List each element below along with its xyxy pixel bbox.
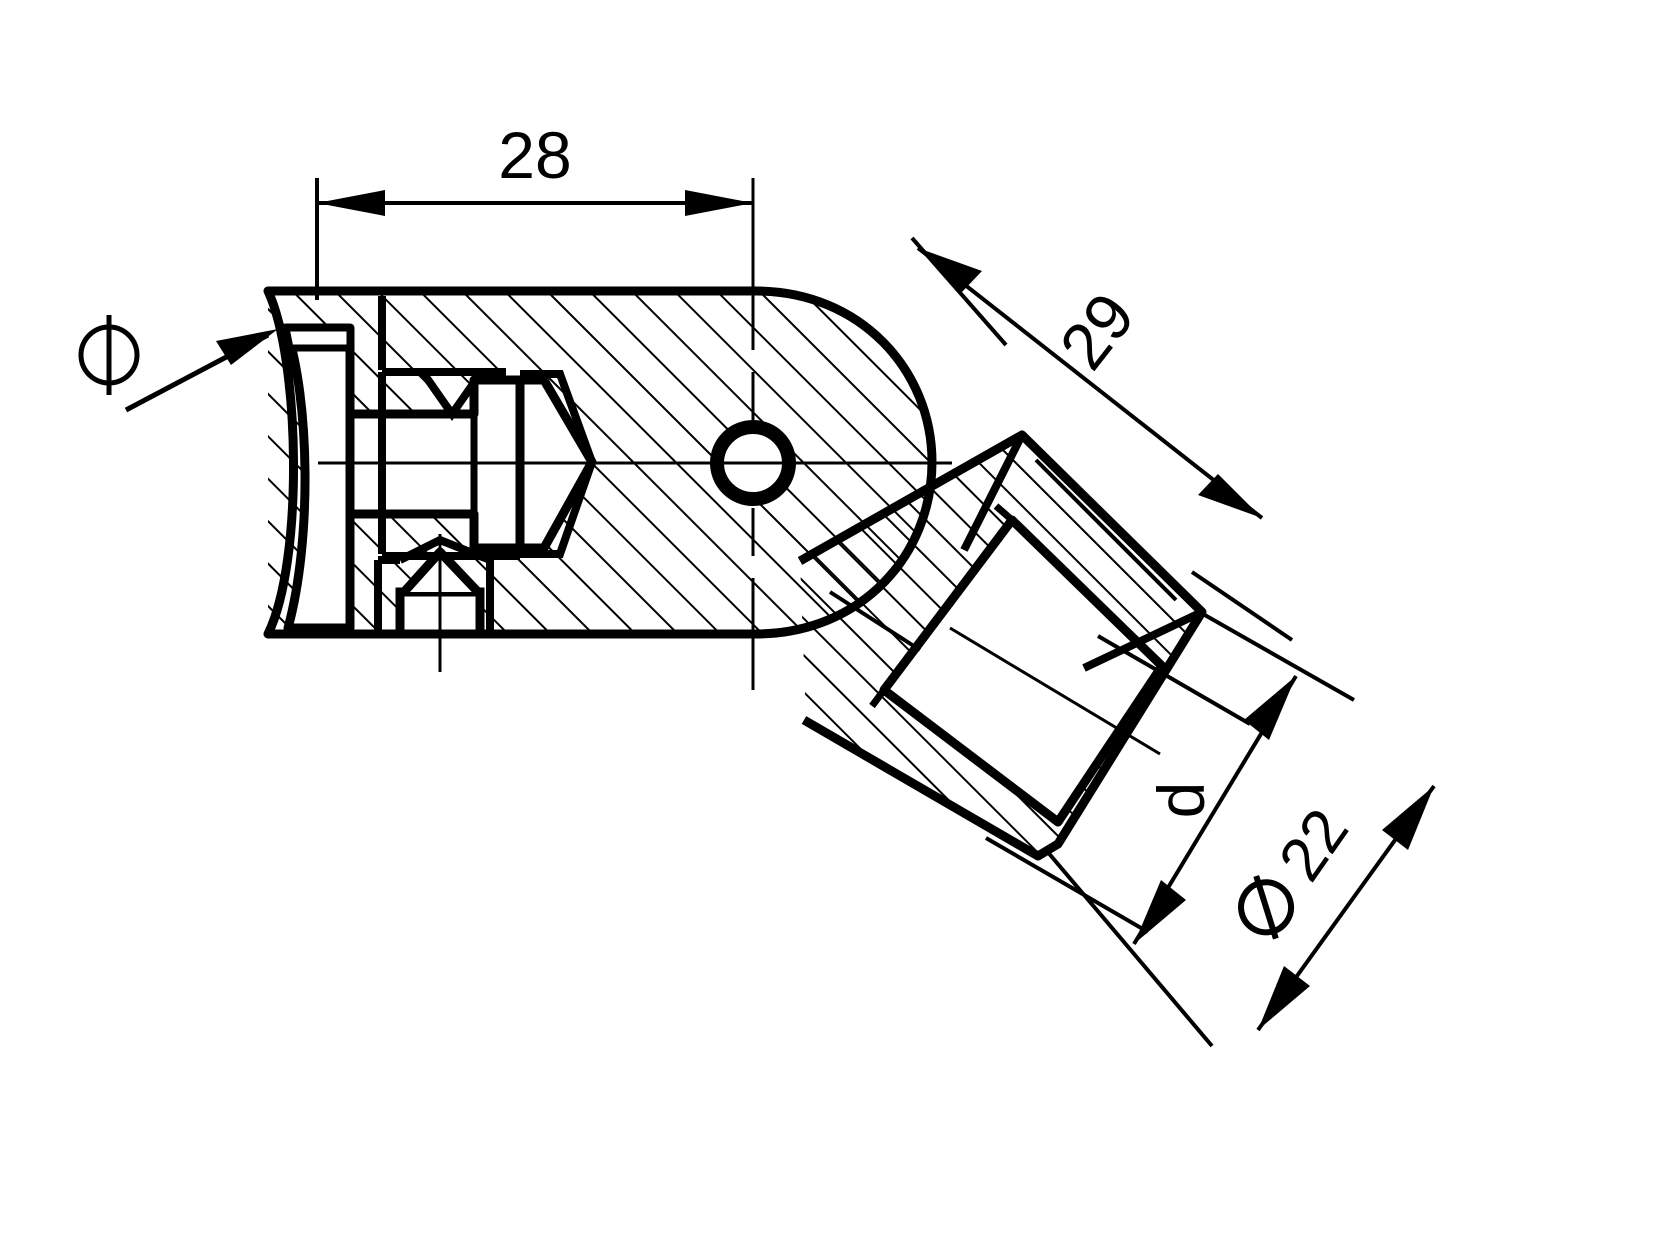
- arrowhead-28-right: [685, 190, 753, 216]
- left-saddle-flange: [281, 323, 355, 633]
- dimension-d: d: [984, 634, 1298, 946]
- dim-22-value: 22: [1266, 797, 1362, 893]
- angled-arm-section: [800, 435, 1200, 854]
- lower-hex-set-screw: [374, 534, 494, 672]
- dim-22-label-group: 22: [1238, 797, 1362, 940]
- diameter-symbol-22: [1238, 875, 1295, 940]
- centerlines: [318, 178, 952, 690]
- arrowhead-22-lower: [1258, 966, 1310, 1030]
- arrowhead-d-lower: [1134, 880, 1186, 944]
- angled-arm-outline: [797, 430, 1207, 861]
- ext-line-d-upper: [1096, 634, 1252, 726]
- arrowhead-28-left: [317, 190, 385, 216]
- socket-bore-outline: [879, 515, 1167, 827]
- hex-screw-chamfer: [398, 535, 494, 634]
- socket-lip: [869, 503, 1015, 709]
- dim-line-29: [916, 246, 1264, 520]
- ext-line-22-lower: [1044, 848, 1214, 1048]
- countersink-vee: [420, 371, 484, 421]
- arm-wall-lines: [828, 458, 1178, 652]
- saddle-concave-profile: [263, 286, 299, 639]
- socket-axis-centerline: [949, 626, 1161, 756]
- saddle-top-tab: [281, 324, 354, 352]
- dim-28-label: 28: [498, 118, 571, 192]
- arrowhead-29-upper: [918, 248, 982, 292]
- leader-diameter-left: [78, 315, 278, 413]
- arm-chamfer-lines: [960, 433, 1204, 672]
- dim-29-label: 29: [1045, 279, 1149, 382]
- ext-line-22-upper: [1195, 608, 1355, 702]
- arrowhead-leader-diameter: [216, 329, 278, 365]
- dim-d-label: d: [1144, 782, 1218, 819]
- arrowhead-22-upper: [1382, 786, 1434, 850]
- ext-line-d-lower: [984, 836, 1150, 934]
- saddle-plate: [281, 323, 355, 633]
- arrowhead-29-lower: [1198, 474, 1262, 518]
- hex-screw-pocket: [374, 556, 400, 634]
- arrowhead-d-upper: [1244, 676, 1296, 740]
- dimension-28: 28: [315, 118, 753, 300]
- ext-line-29-lower: [1190, 570, 1294, 642]
- diameter-symbol-left: [78, 315, 140, 395]
